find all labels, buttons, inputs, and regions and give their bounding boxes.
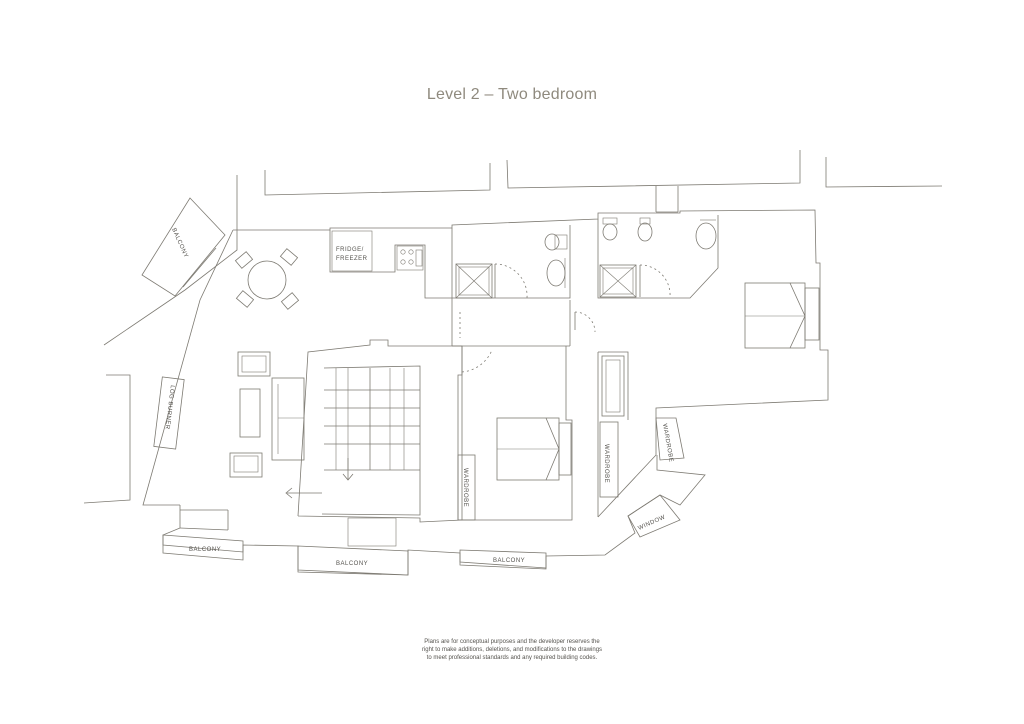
surrounding-outlines bbox=[83, 150, 943, 504]
sofa bbox=[271, 377, 305, 461]
disclaimer-line: right to make additions, deletions, and … bbox=[421, 647, 603, 653]
label-window: WINDOW bbox=[637, 514, 666, 531]
balcony-southwest bbox=[162, 534, 244, 561]
label-fridge-2: FREEZER bbox=[336, 256, 368, 262]
shower-1 bbox=[455, 263, 493, 299]
disclaimer-line: Plans are for conceptual purposes and th… bbox=[424, 639, 600, 645]
kitchen bbox=[329, 230, 452, 299]
fridge-freezer bbox=[331, 230, 373, 272]
dining-table bbox=[234, 248, 300, 310]
toilet-1 bbox=[544, 233, 560, 251]
hob bbox=[396, 245, 424, 271]
label-balcony-southeast: BALCONY bbox=[493, 558, 525, 564]
wardrobe-east bbox=[599, 421, 619, 498]
coffee-table bbox=[239, 388, 261, 438]
balcony-southeast bbox=[459, 549, 547, 570]
label-wardrobe-centre: WARDROBE bbox=[462, 468, 468, 507]
disclaimer-line: to meet professional standards and any r… bbox=[426, 655, 598, 661]
basin-1 bbox=[546, 259, 566, 287]
balcony-northwest bbox=[141, 197, 226, 297]
armchair-bottom bbox=[229, 452, 263, 478]
bedroom-2 bbox=[457, 346, 573, 521]
bedroom-1-bed bbox=[744, 282, 820, 349]
shower-2 bbox=[599, 264, 637, 298]
label-wardrobe-east: WARDROBE bbox=[603, 444, 609, 483]
hallway bbox=[451, 298, 596, 347]
bidet bbox=[602, 223, 618, 241]
bathroom-1 bbox=[451, 225, 571, 299]
wardrobe-centre bbox=[457, 454, 476, 521]
east-corridor bbox=[597, 351, 685, 517]
balcony-south-centre bbox=[297, 545, 409, 576]
wardrobe-northeast bbox=[655, 417, 685, 461]
label-fridge-1: FRIDGE/ bbox=[336, 247, 364, 253]
bathroom-2 bbox=[597, 215, 719, 299]
stairwell bbox=[285, 339, 463, 547]
armchair-top bbox=[237, 351, 271, 377]
plan-title: Level 2 – Two bedroom bbox=[426, 86, 598, 103]
window-box bbox=[627, 494, 681, 538]
toilet-2 bbox=[637, 222, 653, 242]
basin-2 bbox=[695, 222, 717, 250]
label-balcony-south-centre: BALCONY bbox=[336, 561, 368, 567]
label-balcony-northwest: BALCONY bbox=[170, 227, 189, 259]
label-balcony-southwest: BALCONY bbox=[189, 547, 221, 553]
balconies bbox=[141, 197, 681, 576]
label-log-burner: LOG BURNER bbox=[164, 385, 175, 430]
label-wardrobe-northeast: WARDROBE bbox=[661, 423, 674, 463]
sofa-east bbox=[601, 355, 625, 417]
disclaimer-note: Plans are for conceptual purposes and th… bbox=[362, 638, 662, 662]
living-furniture bbox=[153, 351, 305, 478]
log-burner bbox=[153, 376, 185, 450]
